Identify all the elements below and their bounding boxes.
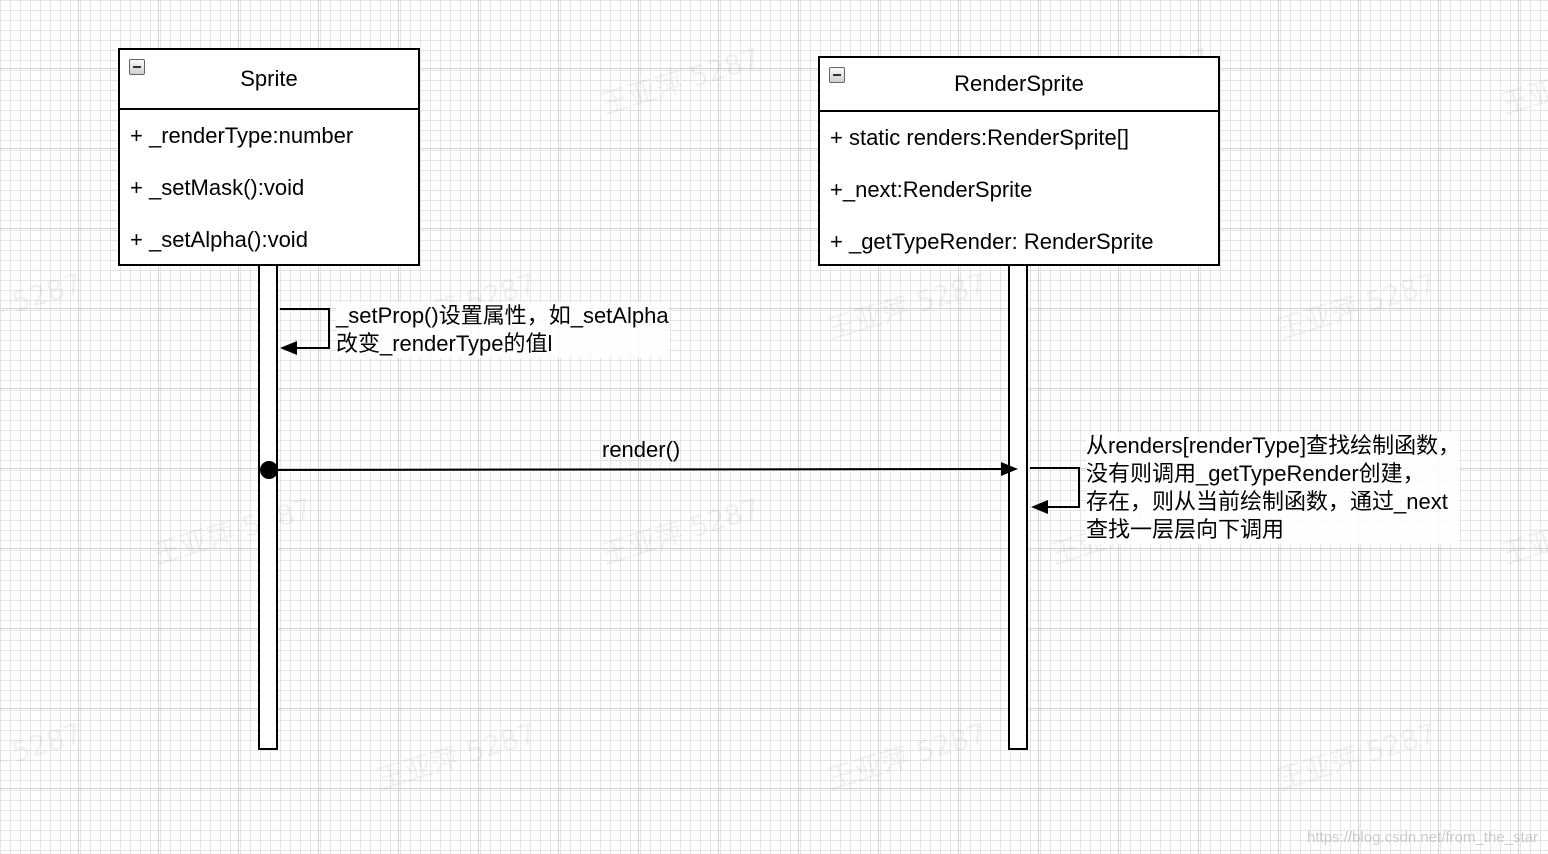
rendersprite-self-message-arrow[interactable] — [1030, 467, 1080, 514]
sprite-class-header: Sprite — [120, 50, 418, 110]
rendersprite-self-message-line: 没有则调用_getTypeRender创建， — [1086, 461, 1425, 486]
sprite-self-message-line: 改变_renderType的值l — [336, 331, 553, 356]
sprite-method-set-mask[interactable]: + _setMask():void — [130, 175, 305, 200]
footer-credit: https://blog.csdn.net/from_the_star — [1307, 829, 1538, 846]
rendersprite-attribute-renders[interactable]: + static renders:RenderSprite[] — [830, 125, 1129, 150]
rendersprite-self-message-line: 从renders[renderType]查找绘制函数， — [1086, 433, 1461, 458]
rendersprite-class-header: RenderSprite — [820, 58, 1218, 112]
arrowhead-icon — [1031, 500, 1048, 514]
rendersprite-self-message-line: 存在，则从当前绘制函数，通过_next — [1086, 489, 1448, 514]
render-call-arrow[interactable] — [260, 461, 1018, 479]
rendersprite-self-message-line: 查找一层层向下调用 — [1086, 517, 1285, 542]
rendersprite-self-message-label[interactable]: 从renders[renderType]查找绘制函数， 没有则调用_getTyp… — [1086, 432, 1461, 544]
rendersprite-class-name: RenderSprite — [954, 71, 1084, 96]
rendersprite-method-get-type-render[interactable]: + _getTypeRender: RenderSprite — [830, 229, 1154, 254]
arrowhead-icon — [1001, 462, 1018, 476]
sprite-class-box[interactable]: Sprite + _renderType:number + _setMask()… — [118, 48, 420, 266]
rendersprite-attribute-next[interactable]: +_next:RenderSprite — [830, 177, 1033, 202]
render-call-label[interactable]: render() — [602, 437, 681, 462]
sprite-self-message-arrow[interactable] — [280, 308, 330, 355]
collapse-icon[interactable] — [829, 67, 845, 83]
sprite-class-name: Sprite — [240, 66, 298, 91]
message-start-dot-icon — [260, 461, 278, 479]
collapse-icon[interactable] — [129, 59, 145, 75]
sprite-self-message-line: _setProp()设置属性，如_setAlpha — [336, 303, 669, 328]
sprite-method-set-alpha[interactable]: + _setAlpha():void — [130, 227, 308, 252]
rendersprite-class-box[interactable]: RenderSprite + static renders:RenderSpri… — [818, 56, 1220, 266]
arrowhead-icon — [280, 341, 297, 355]
sprite-attribute-render-type[interactable]: + _renderType:number — [130, 123, 354, 148]
sprite-self-message-label[interactable]: _setProp()设置属性，如_setAlpha 改变_renderType的… — [336, 302, 669, 358]
